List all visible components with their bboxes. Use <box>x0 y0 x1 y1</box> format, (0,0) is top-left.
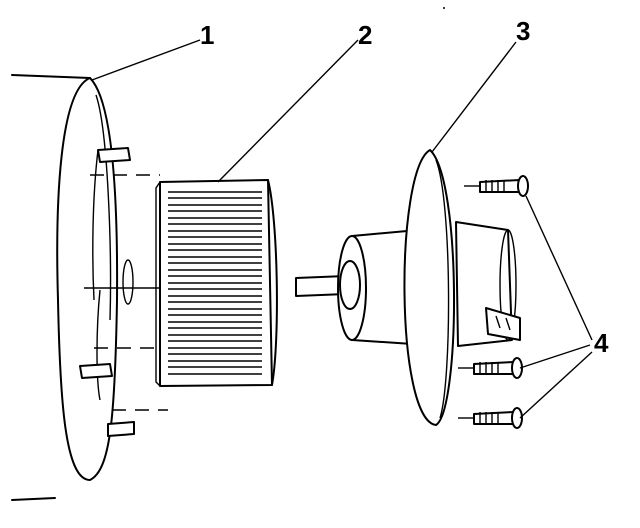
blower-wheel-fins <box>168 191 262 375</box>
blower-housing <box>11 74 168 501</box>
callout-4: 4 <box>594 328 609 358</box>
leader-4a <box>525 195 593 341</box>
scan-speck <box>443 7 445 9</box>
screw-middle <box>458 357 523 379</box>
blower-wheel <box>155 179 278 387</box>
motor-connector <box>485 307 521 341</box>
callout-3: 3 <box>516 16 530 46</box>
motor-mounting-screws <box>458 175 529 429</box>
leader-1 <box>91 39 201 81</box>
screw-top <box>464 175 529 197</box>
screw-bottom <box>458 407 523 429</box>
leader-3 <box>431 41 517 153</box>
callout-1: 1 <box>200 20 214 50</box>
callout-2: 2 <box>358 20 372 50</box>
leader-4c <box>519 351 593 419</box>
leader-2 <box>217 39 359 183</box>
leader-lines <box>91 39 593 419</box>
leader-4b <box>519 344 591 369</box>
blower-motor <box>295 149 521 426</box>
